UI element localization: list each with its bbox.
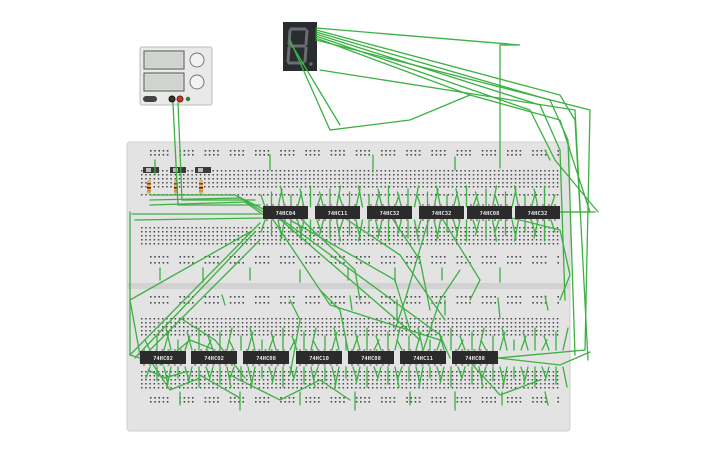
- switch-1[interactable]: [143, 167, 159, 173]
- chip-bottom-7[interactable]: 74HC08: [452, 349, 498, 366]
- chip-label: 74HC02: [204, 356, 224, 362]
- negative-terminal[interactable]: [168, 95, 176, 103]
- resistor: [147, 180, 151, 194]
- chip-label: 74HC08: [480, 211, 500, 217]
- breadboard[interactable]: [126, 141, 571, 432]
- chip-label: 74HC32: [528, 211, 548, 217]
- wires: [129, 27, 599, 411]
- voltage-knob[interactable]: [189, 52, 205, 68]
- ic-chips[interactable]: 74HC04 74HC11 74HC32 74HC32 74HC08 74HC32 74HC…: [140, 204, 560, 366]
- chip-top-4[interactable]: 74HC32: [419, 204, 464, 221]
- switch-3[interactable]: [195, 167, 211, 173]
- chip-label: 74HC04: [276, 211, 297, 217]
- chip-bottom-5[interactable]: 74HC08: [348, 349, 394, 366]
- chip-top-2[interactable]: 74HC11: [315, 204, 360, 221]
- power-supply[interactable]: [139, 46, 213, 106]
- chip-top-5[interactable]: 74HC08: [467, 204, 512, 221]
- seven-segment-display[interactable]: [283, 22, 317, 71]
- chip-bottom-6[interactable]: 74HC11: [400, 349, 446, 366]
- chip-label: 74HC11: [413, 356, 434, 362]
- switch-2[interactable]: [170, 167, 186, 173]
- chip-top-6[interactable]: 74HC32: [515, 204, 560, 221]
- current-knob[interactable]: [189, 74, 205, 90]
- chip-label: 74HC10: [309, 356, 329, 362]
- positive-terminal[interactable]: [176, 95, 184, 103]
- chip-top-3[interactable]: 74HC32: [367, 204, 412, 221]
- resistor: [199, 180, 203, 194]
- chip-label: 74HC08: [256, 356, 276, 362]
- power-switch[interactable]: [143, 96, 157, 102]
- chip-label: 74HC32: [432, 211, 452, 217]
- chip-bottom-3[interactable]: 74HC08: [243, 349, 289, 366]
- chip-bottom-1[interactable]: 74HC02: [140, 349, 186, 366]
- chip-top-1[interactable]: 74HC04: [263, 204, 308, 221]
- chip-label: 74HC02: [153, 356, 173, 362]
- chip-bottom-2[interactable]: 74HC02: [191, 349, 237, 366]
- breadboard-holes: [141, 150, 559, 403]
- chip-label: 74HC32: [380, 211, 400, 217]
- chip-label: 74HC08: [361, 356, 381, 362]
- chip-bottom-4[interactable]: 74HC10: [296, 349, 342, 366]
- chip-label: 74HC11: [328, 211, 349, 217]
- chip-label: 74HC08: [465, 356, 485, 362]
